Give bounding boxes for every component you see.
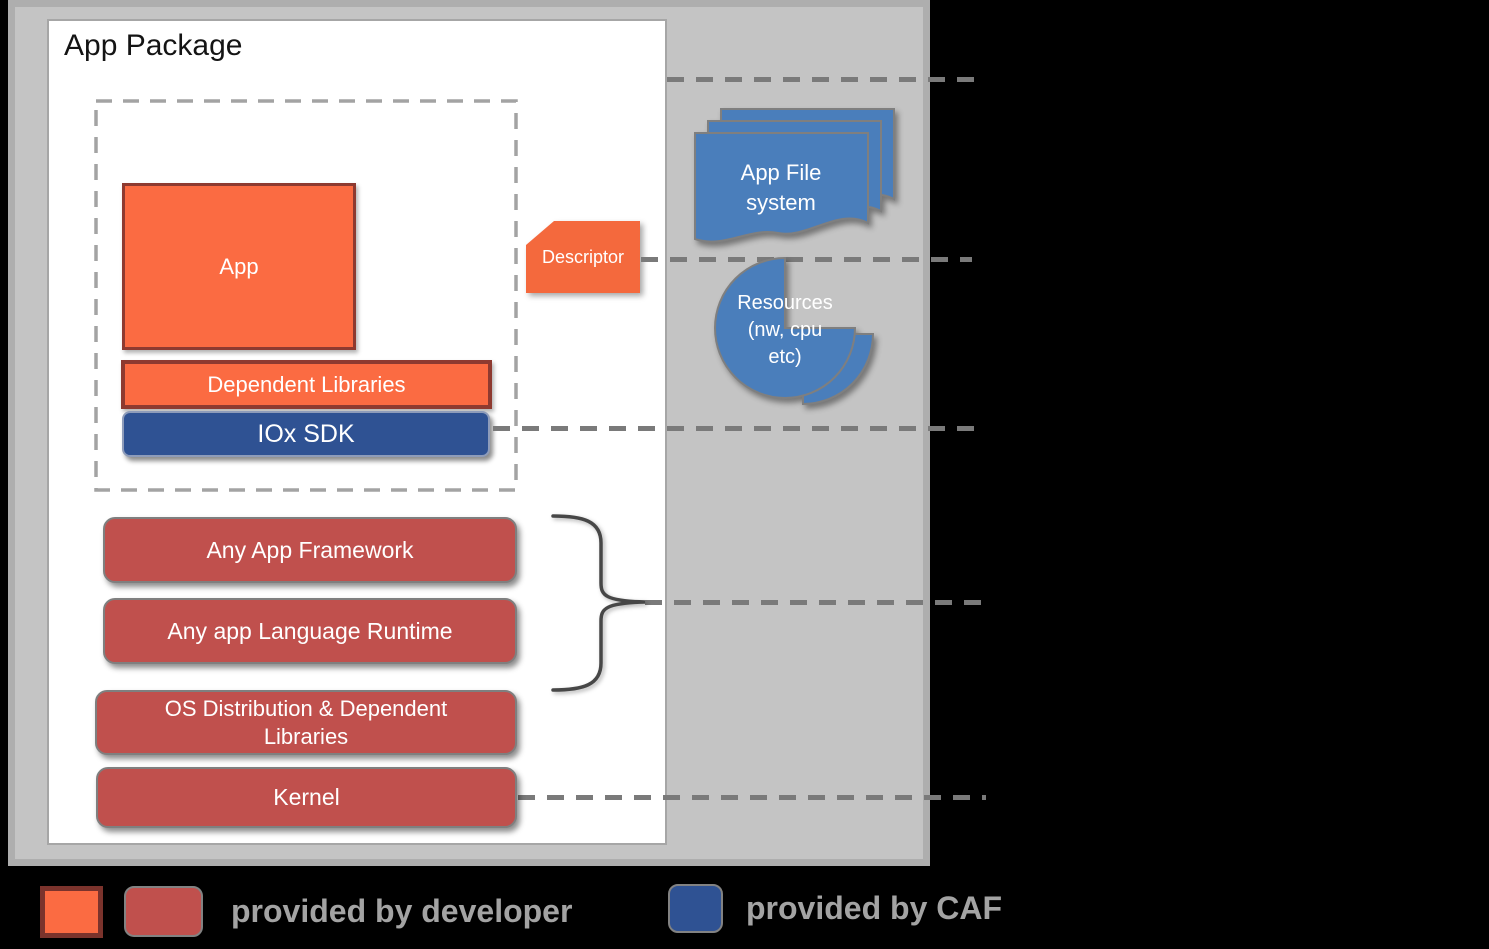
dashed-line-iox-sdk: [493, 426, 986, 431]
dashed-line-kernel: [518, 795, 986, 800]
any-app-framework-label: Any App Framework: [206, 536, 414, 563]
dependent-libraries-label: Dependent Libraries: [207, 371, 406, 397]
any-app-language-runtime-box: Any app Language Runtime: [103, 598, 517, 664]
dashed-line-top: [667, 77, 986, 82]
app-label: App: [219, 253, 259, 279]
descriptor-label: Descriptor: [541, 246, 625, 267]
legend-swatch-blue: [668, 884, 723, 933]
app-package-title: App Package: [64, 29, 243, 62]
legend-swatch-red: [124, 886, 203, 937]
brace-shape: [551, 514, 646, 692]
descriptor-shape-wrap: Descriptor: [526, 221, 640, 293]
dashed-line-brace: [645, 600, 986, 605]
dashed-line-descriptor: [641, 257, 972, 262]
legend-developer-label: provided by developer: [231, 893, 573, 929]
iox-sdk-label: IOx SDK: [257, 419, 355, 448]
resources-label: Resources (nw, cpu etc): [737, 292, 833, 368]
any-app-language-runtime-label: Any app Language Runtime: [167, 617, 453, 644]
iox-sdk-box: IOx SDK: [122, 411, 490, 457]
legend-swatch-orange: [40, 886, 103, 938]
os-distribution-box: OS Distribution & Dependent Libraries: [95, 690, 517, 755]
kernel-label: Kernel: [273, 784, 340, 811]
descriptor-box: Descriptor: [526, 221, 640, 293]
app-box: App: [122, 183, 356, 350]
resources-shape: [714, 256, 875, 406]
any-app-framework-box: Any App Framework: [103, 517, 517, 583]
kernel-box: Kernel: [96, 767, 517, 828]
os-distribution-label: OS Distribution & Dependent Libraries: [164, 696, 448, 749]
app-file-system-shape: [694, 108, 895, 243]
app-file-system-label: App File system: [740, 160, 822, 215]
dependent-libraries-box: Dependent Libraries: [121, 360, 492, 409]
legend-caf-label: provided by CAF: [746, 890, 1003, 926]
